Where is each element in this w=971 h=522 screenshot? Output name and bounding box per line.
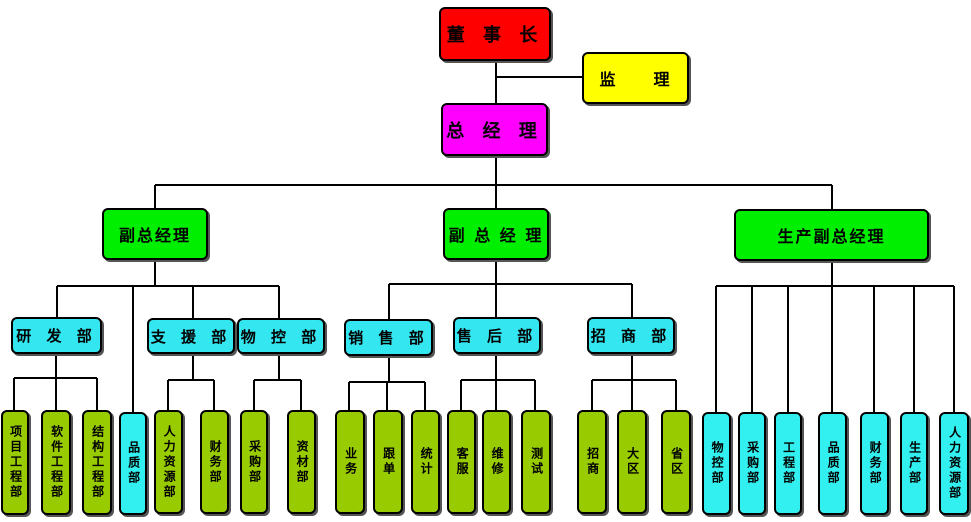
hr-dept-1-box: 人力资源部 (154, 410, 183, 514)
sales-dept-box: 销 售 部 (344, 319, 433, 356)
materials-dept-box: 资材部 (287, 410, 316, 514)
quality-dept-1-box: 品质部 (119, 412, 147, 515)
production-dept-box: 生产部 (900, 412, 928, 515)
project-engineering-box: 项目工程部 (1, 410, 29, 515)
engineering-dept-box: 工程部 (774, 412, 802, 515)
hr-dept-2-box: 人力资源部 (939, 412, 969, 515)
business-box: 业务 (335, 410, 365, 514)
software-engineering-box: 软件工程部 (41, 410, 71, 515)
repair-box: 维修 (482, 410, 511, 514)
finance-dept-2-box: 财务部 (860, 412, 889, 515)
general-manager-box: 总 经 理 (441, 103, 548, 156)
vice-gm-1-box: 副总经理 (102, 208, 208, 260)
testing-box: 测试 (521, 410, 551, 514)
statistics-box: 统计 (411, 410, 440, 514)
support-dept-box: 支 援 部 (147, 318, 235, 354)
region-box: 大区 (617, 410, 647, 514)
investment-dept-box: 招 商 部 (587, 317, 675, 354)
chairman-box: 董 事 长 (439, 7, 551, 61)
province-box: 省区 (661, 410, 691, 514)
pmc-dept-box: 物控部 (702, 412, 731, 515)
investment-leaf-box: 招商 (577, 410, 607, 514)
purchasing-dept-1-box: 采购部 (240, 410, 268, 514)
quality-dept-2-box: 品质部 (818, 412, 847, 515)
structural-engineering-box: 结构工程部 (82, 410, 112, 515)
finance-dept-1-box: 财务部 (200, 410, 229, 514)
rnd-dept-box: 研 发 部 (11, 317, 102, 354)
material-control-dept-box: 物 控 部 (237, 318, 325, 354)
vice-gm-2-box: 副 总 经 理 (443, 208, 549, 260)
after-sales-dept-box: 售 后 部 (453, 317, 541, 354)
purchasing-dept-2-box: 采购部 (738, 412, 766, 515)
customer-service-box: 客服 (447, 410, 476, 514)
order-follow-up-box: 跟单 (373, 410, 403, 514)
supervisor-box: 监 理 (582, 52, 689, 104)
production-vice-gm-box: 生产副总经理 (734, 209, 929, 261)
